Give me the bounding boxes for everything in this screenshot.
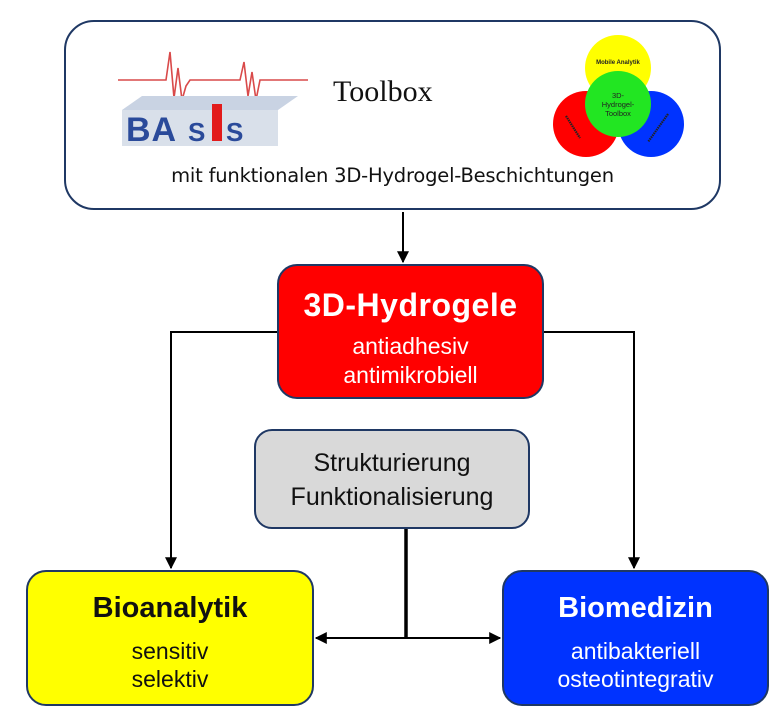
- bioanalytik-title: Bioanalytik: [92, 592, 248, 624]
- hydrogele-title: 3D-Hydrogele: [303, 287, 518, 323]
- toolbox-box: BA S S Toolbox Mobile Analytik 3D- Hydro…: [64, 20, 721, 210]
- venn-center-label-1: 3D-: [612, 91, 625, 100]
- process-line-1: Strukturierung: [313, 449, 471, 477]
- biomedizin-title: Biomedizin: [558, 592, 713, 624]
- basis-logo: BA S S: [118, 51, 308, 149]
- toolbox-title: Toolbox: [333, 75, 433, 108]
- venn-logo: Mobile Analytik 3D- Hydrogel- Toolbox: [553, 35, 684, 157]
- venn-red-label-mark: [565, 115, 581, 139]
- venn-center-label-3: Toolbox: [605, 109, 631, 118]
- hydrogele-property-1: antiadhesiv: [352, 333, 469, 359]
- venn-top-label: Mobile Analytik: [596, 60, 640, 66]
- venn-center-label-2: Hydrogel-: [602, 100, 635, 109]
- biomedizin-property-2: osteotintegrativ: [557, 666, 714, 692]
- logo-slab: [122, 96, 298, 110]
- process-box: Strukturierung Funktionalisierung: [254, 429, 530, 529]
- biomedizin-property-1: antibakteriell: [570, 638, 701, 664]
- venn-circle-green: [585, 71, 651, 137]
- process-line-2: Funktionalisierung: [290, 483, 494, 511]
- biomedizin-box: Biomedizin antibakteriell osteotintegrat…: [502, 570, 769, 706]
- bioanalytik-box: Bioanalytik sensitiv selektiv: [26, 570, 314, 706]
- arrow-hydrogele-to-biomedizin: [544, 331, 640, 570]
- hydrogele-box: 3D-Hydrogele antiadhesiv antimikrobiell: [277, 264, 544, 399]
- svg-text:S: S: [188, 117, 205, 147]
- venn-blue-label-mark: [647, 113, 669, 143]
- svg-text:S: S: [226, 117, 243, 147]
- basis-logo-text: BA: [126, 111, 177, 149]
- hydrogele-property-2: antimikrobiell: [343, 362, 478, 388]
- bioanalytik-property-1: sensitiv: [131, 638, 209, 664]
- heartbeat-line-icon: [118, 51, 308, 101]
- toolbox-subtitle: mit funktionalen 3D-Hydrogel-Beschichtun…: [171, 164, 614, 187]
- bioanalytik-property-2: selektiv: [131, 666, 209, 692]
